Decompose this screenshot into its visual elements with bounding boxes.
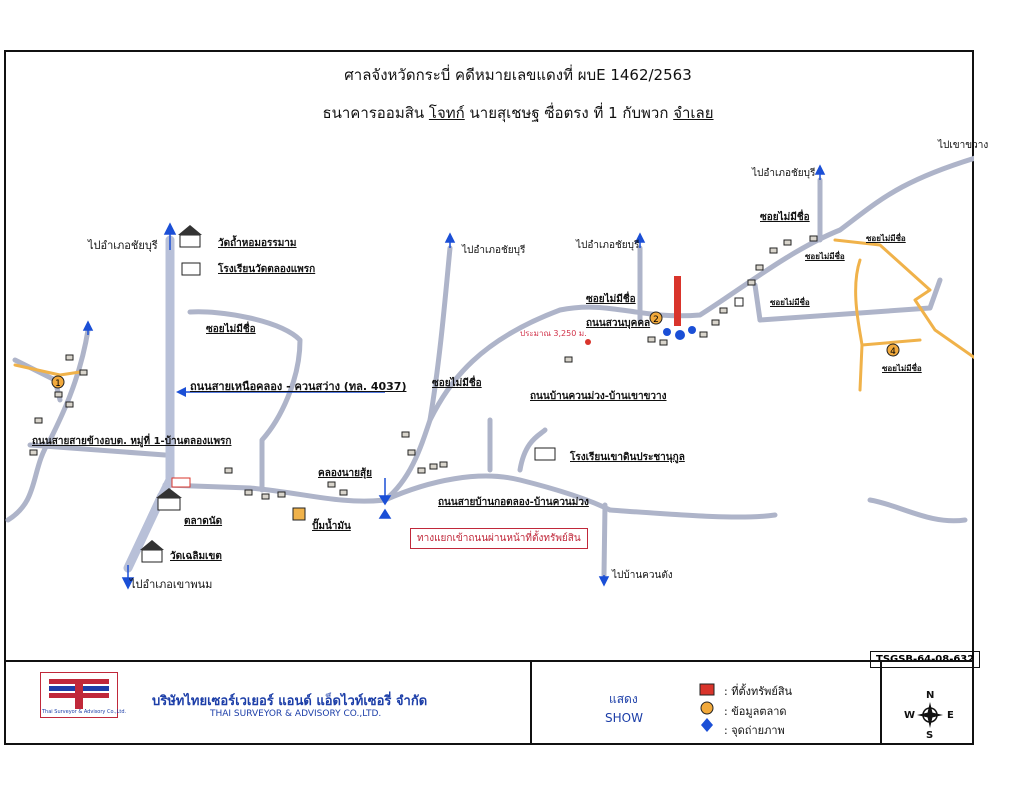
plaintiff-name: ธนาคารออมสิน (322, 104, 425, 122)
photo-points (663, 326, 696, 340)
legend-property-swatch (699, 683, 715, 696)
label-road-village: ถนนสายสายข้างอบต. หมู่ที่ 1-บ้านตลองแพรก (32, 436, 232, 447)
label-soi-5: ซอยไม่มีชื่อ (866, 234, 906, 243)
distance-point (585, 339, 591, 345)
label-market: ตลาดนัด (184, 516, 223, 527)
reference-code: TSGSB-64-08-632 (870, 651, 981, 668)
legend-market: : ข้อมูลตลาด (724, 705, 787, 718)
compass-west: W (904, 710, 916, 721)
compass-rose-icon (917, 702, 943, 728)
label-temple-1: วัดถ้ำหอมอรรมาม (218, 238, 297, 249)
marker-4: 4 (890, 347, 896, 357)
compass-north: N (926, 690, 935, 701)
marker-2: 2 (653, 315, 659, 325)
marker-1: 1 (55, 379, 61, 389)
thai-flag-icon (49, 679, 109, 709)
junction-callout: ทางแยกเข้าถนนผ่านหน้าที่ตั้งทรัพย์สิน (410, 528, 588, 549)
landmark-icons (140, 225, 744, 563)
label-distance: ประมาณ 3,250 ม. (520, 329, 587, 338)
label-school-2: โรงเรียนเขาดินประชานุกูล (570, 452, 685, 463)
label-soi-2: ซอยไม่มีชื่อ (432, 378, 482, 389)
label-soi-3: ซอยไม่มีชื่อ (586, 294, 636, 305)
label-road-khuan-muang: ถนนบ้านควนม่วง-บ้านเขาขวาง (530, 391, 667, 402)
legend-photo-swatch (701, 718, 713, 732)
yellow-roads (13, 238, 974, 392)
label-road-suan: ถนนสวนบุคคล (586, 318, 651, 329)
show-label-th: แสดง (609, 692, 638, 706)
legend-property: : ที่ตั้งทรัพย์สิน (724, 685, 793, 698)
label-to-ban-khuan-dang: ไปบ้านควนตัง (612, 570, 673, 581)
case-parties: ธนาคารออมสิน โจทก์ นายสุเชษฐ ซื่อตรง ที่… (0, 101, 1036, 125)
map-frame (4, 50, 974, 745)
label-to-khaokhwang: ไปเขาขวาง (938, 140, 989, 151)
logo-caption: Thai Surveyor & Advisory Co.,Ltd. (42, 709, 127, 715)
direction-arrows (82, 164, 826, 590)
company-logo (40, 672, 118, 718)
footer-top-line (4, 660, 974, 662)
label-soi-6: ซอยไม่มีชื่อ (805, 252, 845, 261)
compass-south: S (926, 730, 934, 741)
show-label-en: SHOW (605, 711, 643, 725)
label-to-chaiburi-3: ไปอำเภอชัยบุรี (576, 240, 640, 251)
label-to-khaophanom: ไปอำเภอเขาพนม (130, 578, 213, 591)
label-to-chaiburi-1: ไปอำเภอชัยบุรี (88, 239, 158, 252)
label-to-chaiburi-2: ไปอำเภอชัยบุรี (462, 245, 526, 256)
house-icons (29, 235, 818, 500)
defendant-name: นายสุเชษฐ ซื่อตรง ที่ 1 กับพวก (469, 104, 669, 122)
location-map: 1 2 4 (5, 155, 974, 590)
defendant-role: จำเลย (673, 104, 714, 122)
plaintiff-role: โจทก์ (428, 104, 465, 122)
compass-east: E (947, 710, 954, 721)
label-soi-8: ซอยไม่มีชื่อ (882, 364, 922, 373)
main-highway (123, 235, 175, 573)
market-data-markers (51, 311, 900, 389)
company-name-th: บริษัทไทยเซอร์เวเยอร์ แอนด์ แอ็ดไวท์เซอร… (152, 694, 428, 709)
label-soi-1: ซอยไม่มีชื่อ (206, 324, 256, 335)
case-title: ศาลจังหวัดกระบี่ คดีหมายเลขแดงที่ ผบE 14… (344, 66, 692, 84)
company-name-en: THAI SURVEYOR & ADVISORY CO.,LTD. (210, 709, 382, 719)
compass: N S W E (900, 690, 960, 744)
label-road-ban-klong: ถนนสายบ้านกอตลอง-บ้านควนม่วง (438, 497, 589, 508)
label-soi-4: ซอยไม่มีชื่อ (760, 212, 810, 223)
footer-divider-1 (530, 660, 532, 745)
legend-market-swatch (700, 701, 714, 715)
highway-pointer-arrow (176, 387, 385, 397)
legend-symbols (699, 683, 715, 732)
legend-photo: : จุดถ่ายภาพ (724, 724, 785, 737)
label-soi-7: ซอยไม่มีชื่อ (770, 298, 810, 307)
label-temple-2: วัดเฉลิมเขต (170, 551, 222, 562)
footer-divider-2 (880, 660, 882, 745)
label-khlong: คลองนายสุ้ย (318, 468, 372, 479)
label-gas-station: ปั๊มน้ำมัน (312, 521, 351, 532)
label-school-1: โรงเรียนวัดตลองแพรก (218, 264, 316, 275)
property-marker (674, 276, 681, 326)
label-to-chaiburi-4: ไปอำเภอชัยบุรี (752, 168, 816, 179)
label-main-road: ถนนสายเหนือคลอง - ควนสว่าง (ทล. 4037) (190, 380, 407, 393)
